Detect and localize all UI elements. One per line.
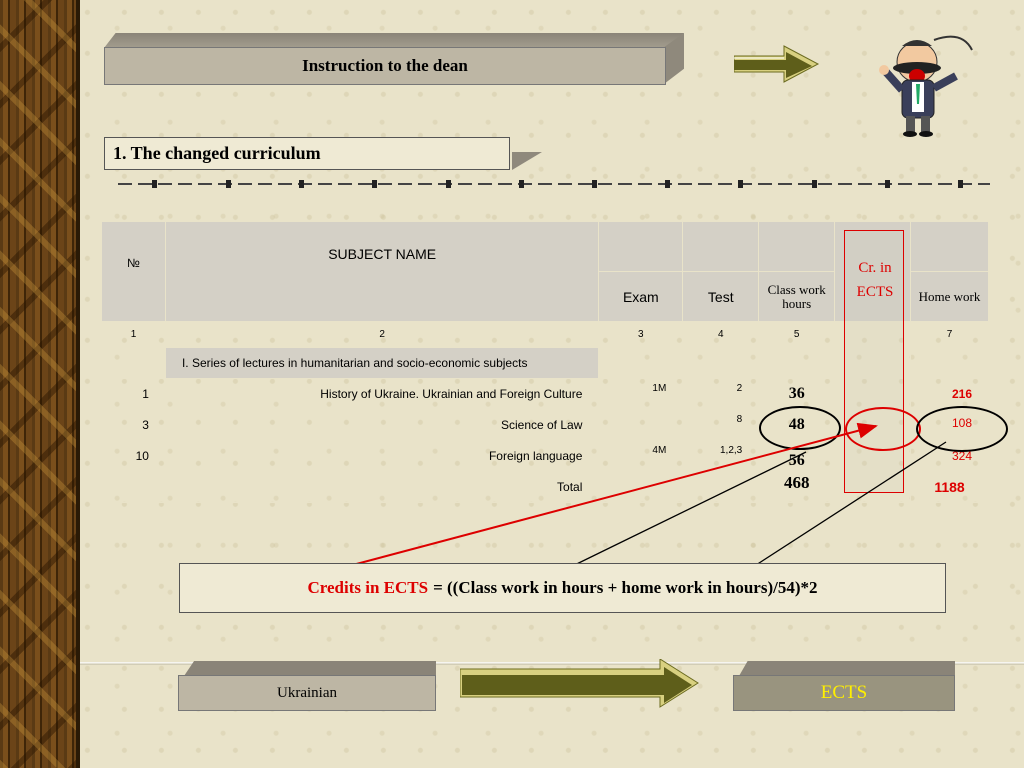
home-cell: 216 (910, 378, 989, 410)
table-row: 10 Foreign language 4M 1,2,3 56 324 (101, 440, 989, 472)
total-row: Total 468 1188 (101, 471, 989, 503)
ects-column-label: Cr. in ECTS (856, 260, 894, 300)
title-bevel (104, 33, 684, 48)
forward-arrow-icon (734, 45, 820, 83)
exam-cell: 1M (598, 378, 684, 410)
table-row: 1 History of Ukraine. Ukrainian and Fore… (101, 378, 989, 410)
total-home: 1188 (910, 471, 989, 503)
separator-dot (738, 180, 743, 188)
wood-border-pattern (0, 0, 76, 768)
title-bevel-side (664, 33, 684, 84)
home-pointer-arrow (734, 441, 947, 579)
bottom-divider (80, 662, 1024, 665)
red-pointer-arrow (295, 422, 878, 581)
separator-dot (885, 180, 890, 188)
ects-button-bevel (739, 661, 955, 676)
test-cell: 2 (682, 378, 760, 410)
home-highlight-ellipse (916, 406, 1008, 452)
section-row: I. Series of lectures in humanitarian an… (101, 347, 989, 379)
separator-dot (958, 180, 963, 188)
header-test: Test (682, 271, 760, 322)
header-num: № (101, 221, 166, 322)
section-heading: 1. The changed curriculum (104, 137, 510, 170)
cartoon-professor-image (879, 35, 973, 137)
subject-name: Foreign language (164, 440, 600, 472)
total-hours: 468 (758, 471, 836, 503)
subject-name: History of Ukraine. Ukrainian and Foreig… (164, 378, 600, 410)
ukrainian-button-bevel (184, 661, 436, 676)
section-title: I. Series of lectures in humanitarian an… (164, 347, 600, 379)
col-number: 3 (598, 321, 684, 348)
ects-button[interactable]: ECTS (733, 675, 955, 711)
separator-dot (226, 180, 231, 188)
hours-cell: 36 (758, 378, 836, 410)
ukrainian-button[interactable]: Ukrainian (178, 675, 436, 711)
header-home-work: Home work (910, 271, 989, 322)
slide-title: Instruction to the dean (104, 47, 666, 85)
exam-cell: 4M (598, 440, 684, 472)
formula-label: Credits in ECTS (307, 578, 429, 597)
separator-dot (299, 180, 304, 188)
separator-dot (152, 180, 157, 188)
separator-dot (446, 180, 451, 188)
hours-pointer-arrow (546, 451, 807, 579)
separator-line (118, 183, 990, 185)
formula-expression: = ((Class work in hours + home work in h… (433, 578, 818, 597)
col-number: 1 (101, 321, 166, 348)
subject-name: Science of Law (164, 409, 600, 441)
table-header-row: № SUBJECT NAME (101, 221, 989, 322)
separator-dot (665, 180, 670, 188)
separator-dot (519, 180, 524, 188)
wood-border (0, 0, 76, 768)
wood-border-edge (76, 0, 80, 768)
table-header-row-2: Exam Test Class work hours Home work (102, 271, 989, 322)
header-subject: SUBJECT NAME (164, 221, 600, 322)
forward-arrow-icon (460, 659, 699, 708)
exam-cell (598, 409, 684, 441)
separator-dot (812, 180, 817, 188)
separator-dot (592, 180, 597, 188)
ects-formula: Credits in ECTS = ((Class work in hours … (179, 563, 946, 613)
total-label: Total (164, 471, 600, 503)
separator-dot (372, 180, 377, 188)
header-exam: Exam (598, 271, 684, 322)
row-num: 1 (101, 378, 166, 410)
hours-highlight-ellipse (759, 406, 841, 450)
header-class-hours: Class work hours (758, 271, 836, 322)
